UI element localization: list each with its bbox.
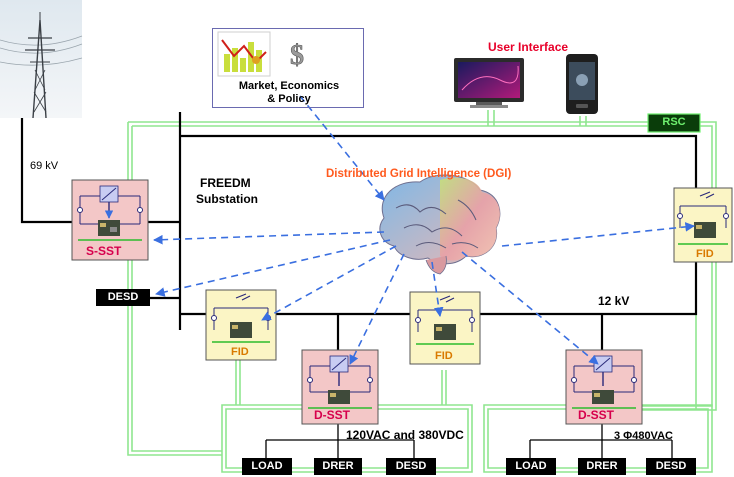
fid-label-middle: FID <box>435 350 453 362</box>
s-sst-box <box>71 179 149 261</box>
desd-tag-left: DESD <box>96 289 150 306</box>
d-sst-box-right <box>565 349 643 425</box>
fid-label-right: FID <box>696 248 714 260</box>
d-sst-label-left: D-SST <box>314 408 350 422</box>
drer-tag-left: DRER <box>314 458 362 475</box>
three-phase-label: 3 Φ480VAC <box>614 430 673 442</box>
desd-tag-bottom-right: DESD <box>646 458 696 475</box>
substation-label-line2: Substation <box>196 192 258 206</box>
kv12-label: 12 kV <box>598 294 630 308</box>
market-label-line1: Market, Economics <box>238 80 340 92</box>
ac-dc-label: 120VAC and 380VDC <box>346 428 464 442</box>
rsc-label: RSC <box>662 116 686 128</box>
market-box <box>212 28 364 108</box>
d-sst-box-left <box>301 349 379 425</box>
dgi-data-flows <box>153 95 695 365</box>
brain-icon <box>379 174 501 275</box>
lv-feeders <box>265 423 673 458</box>
market-label-line2: & Policy <box>267 93 311 105</box>
desd-tag-bottom-left: DESD <box>386 458 436 475</box>
smartphone-icon <box>566 54 598 114</box>
power-lines <box>20 112 698 350</box>
kv69-label: 69 kV <box>30 160 59 172</box>
substation-label-line1: FREEDM <box>200 176 251 190</box>
s-sst-label: S-SST <box>86 244 122 258</box>
computer-monitor-icon <box>454 58 524 108</box>
svg-text:$: $ <box>290 40 304 71</box>
fid-box-right <box>673 187 733 263</box>
transmission-tower-icon <box>0 0 83 119</box>
fid-label-left: FID <box>231 346 249 358</box>
load-tag-left: LOAD <box>242 458 292 475</box>
rsc-box <box>647 113 701 133</box>
user-interface-label: User Interface <box>488 40 569 54</box>
d-sst-label-right: D-SST <box>578 408 614 422</box>
dollar-sign-icon: $ <box>290 40 305 72</box>
dgi-label: Distributed Grid Intelligence (DGI) <box>326 168 512 180</box>
fid-box-middle <box>409 291 481 365</box>
drer-tag-right: DRER <box>578 458 626 475</box>
market-chart-icon <box>217 31 271 77</box>
load-tag-right: LOAD <box>506 458 556 475</box>
